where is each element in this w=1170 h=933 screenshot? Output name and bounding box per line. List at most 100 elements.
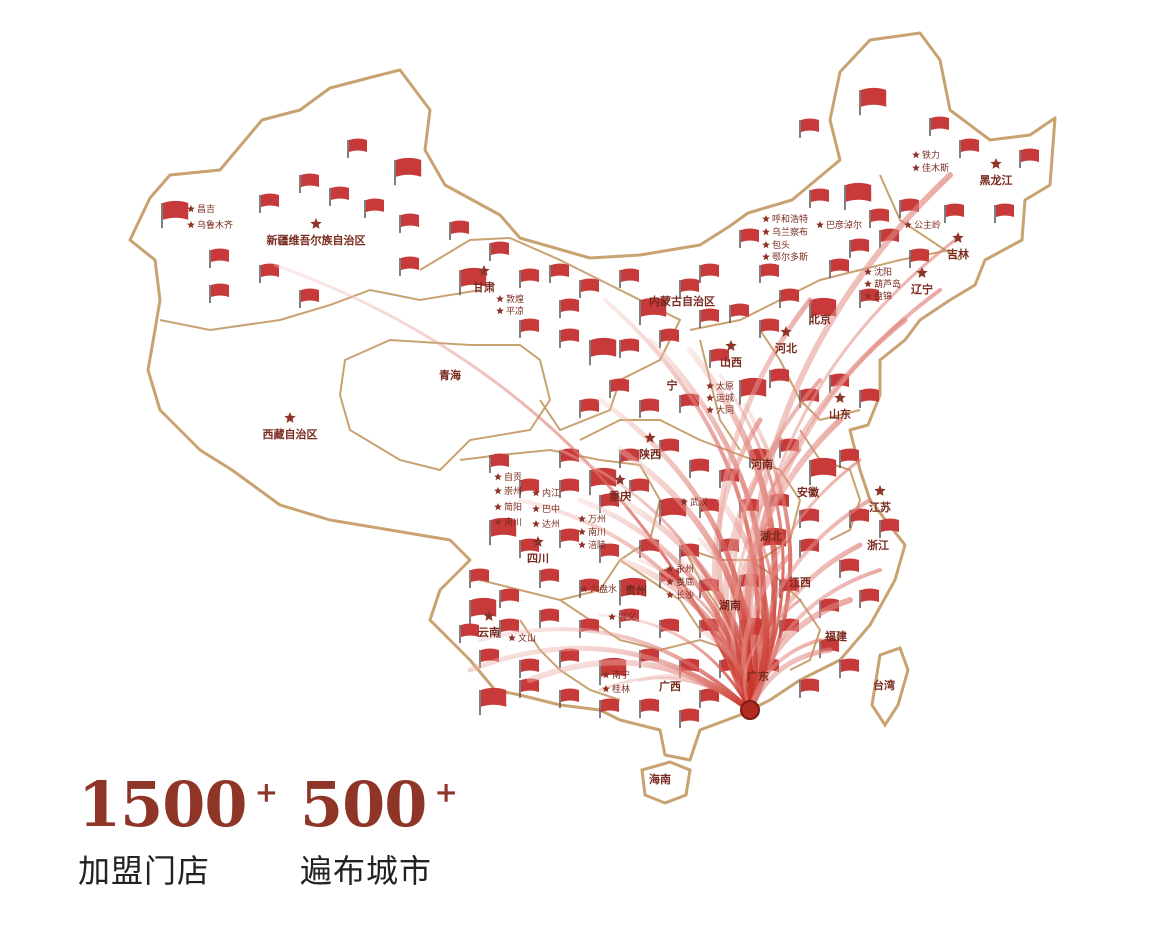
region-hebei: 河北 [775,326,797,355]
stores-count: 1500 [78,768,248,841]
taiwan-outline [870,646,910,728]
connection-arc [478,627,752,712]
city-label: 自贡 [494,471,522,483]
city-name: 涪陵 [588,539,606,551]
city-name: 太原 [716,380,734,392]
flag-marker [799,678,819,698]
region-name: 辽宁 [911,282,933,296]
flag-marker [399,256,419,276]
flag-marker [809,297,837,326]
flag-marker [579,398,599,418]
star-icon [780,326,792,337]
city-label: 南宁 [602,669,630,681]
city-name: 铁力 [922,149,940,161]
region-name: 福建 [824,629,848,643]
city-name: 南川 [588,526,606,538]
flag-marker [399,213,419,233]
city-label: 文山 [508,632,536,644]
city-name: 万州 [588,514,606,525]
city-name: 桂林 [612,683,630,695]
region-name: 重庆 [609,489,631,503]
flag-marker [459,623,479,643]
flag-marker [559,328,579,348]
city-label: 昌吉 [187,204,215,215]
star-icon [990,158,1002,169]
flag-marker [599,698,619,718]
city-label: 巴彦淖尔 [816,219,862,231]
city-name: 永州 [676,563,694,575]
city-labels: 昌吉乌鲁木齐敦煌平凉呼和浩特乌兰察布包头鄂尔多斯巴彦淖尔铁力佳木斯公主岭沈阳葫芦… [187,149,949,695]
flag-marker [519,318,539,338]
city-name: 崇州 [504,486,522,497]
region-jilin: 吉林 [947,232,969,261]
connection-arc [697,627,753,713]
connection-arc [598,676,752,712]
star-icon [864,280,872,288]
city-name: 武汉 [690,496,708,508]
city-label: 包头 [762,239,790,251]
star-icon [762,241,770,249]
flag-marker [579,278,599,298]
china-outline [128,31,1057,762]
city-name: 内江 [542,487,560,499]
region-ningxia: 宁 [667,378,678,392]
city-label: 乌兰察布 [762,226,808,238]
flag-marker [769,368,789,388]
region-name: 西藏自治区 [263,427,318,441]
flag-marker [659,328,679,348]
star-icon [187,221,195,229]
connection-arc [638,673,752,712]
city-label: 鄂尔多斯 [762,251,808,263]
region-qinghai: 青海 [439,368,461,382]
star-icon [762,253,770,261]
region-name: 江苏 [869,500,891,514]
star-icon [578,528,586,536]
flag-marker [729,303,749,323]
flag-marker [519,678,539,698]
star-icon [483,610,495,621]
flag-marker [759,263,779,283]
region-gansu: 甘肃 [473,265,495,294]
region-labels: 新疆维吾尔族自治区西藏自治区青海甘肃内蒙古自治区黑龙江吉林辽宁河北山西山东陕西河… [263,158,1013,786]
city-name: 大同 [716,404,734,416]
flag-marker [449,220,469,240]
region-guizhou: 贵州 [625,583,647,597]
star-icon [680,498,688,506]
region-hubei: 湖北 [760,529,782,543]
city-label: 涪陵 [578,539,606,551]
city-label: 南川 [578,526,606,538]
city-name: 娄底 [676,576,694,588]
region-name: 贵州 [625,583,647,597]
star-icon [284,412,296,423]
flag-marker [859,388,879,408]
city-name: 乌鲁木齐 [197,219,233,231]
city-name: 长沙 [676,589,694,601]
star-icon [532,505,540,513]
flag-marker [639,297,667,326]
flag-marker [859,87,887,116]
region-name: 湖南 [719,598,741,612]
region-fujian: 福建 [824,629,848,643]
city-label: 崇州 [494,486,522,497]
star-icon [864,292,872,300]
star-icon [725,340,737,351]
region-name: 广东 [747,669,769,683]
city-name: 乌兰察布 [772,226,808,238]
cities-label: 遍布城市 [300,852,433,890]
region-henan: 河南 [751,457,773,471]
region-shanxi: 山西 [720,340,742,369]
region-hunan: 湖南 [719,598,741,612]
connection-arcs [273,172,957,713]
stores-stat: 1500+ 加盟门店 [78,770,278,892]
connection-arc [747,647,833,713]
flag-marker [619,577,647,606]
flag-marker [559,688,579,708]
region-neimeng: 内蒙古自治区 [649,294,715,308]
city-name: 包头 [772,239,790,251]
flag-marker [839,558,859,578]
city-label: 娄底 [666,576,694,588]
city-label: 万州 [578,514,606,525]
flag-marker [499,588,519,608]
star-icon [532,536,544,547]
star-icon [762,228,770,236]
